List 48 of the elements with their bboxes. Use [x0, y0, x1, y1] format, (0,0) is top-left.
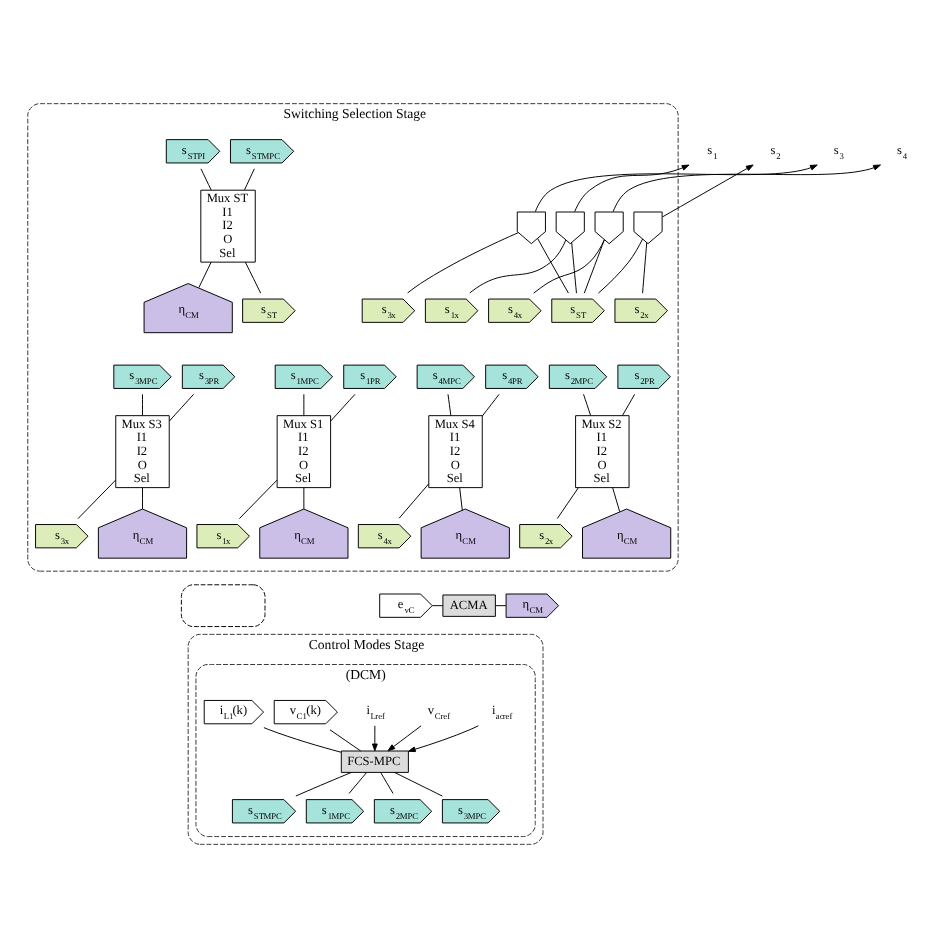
connector — [142, 393, 143, 416]
arrow — [407, 725, 479, 753]
arrow — [371, 725, 378, 752]
connector — [380, 772, 394, 794]
connector — [238, 479, 278, 520]
connector — [597, 238, 644, 294]
connector — [142, 487, 143, 510]
connector — [295, 772, 352, 797]
connector — [394, 772, 443, 797]
connector — [612, 487, 621, 513]
connector — [348, 772, 367, 794]
connector — [198, 261, 212, 289]
node-gate — [516, 211, 546, 245]
connector — [583, 393, 592, 416]
node-box — [180, 584, 266, 628]
connector — [330, 393, 356, 422]
connector — [168, 393, 195, 422]
connector — [537, 238, 569, 294]
node-gate — [555, 211, 585, 245]
arrow — [661, 164, 754, 218]
connector — [200, 168, 212, 191]
connector — [469, 239, 567, 294]
connector — [329, 729, 362, 752]
connector — [459, 487, 463, 511]
connector — [447, 393, 452, 416]
arrow — [612, 164, 881, 213]
connector — [431, 605, 444, 607]
arrow — [534, 164, 818, 213]
connector — [398, 483, 430, 519]
connector — [263, 727, 342, 753]
connector — [77, 479, 117, 520]
connector — [244, 261, 262, 294]
connector — [303, 393, 305, 416]
arrow — [387, 725, 422, 752]
connector — [495, 605, 507, 607]
node-gate — [633, 211, 663, 245]
arrow — [574, 164, 690, 213]
connector — [571, 242, 577, 294]
connector — [642, 242, 648, 294]
connector — [407, 232, 519, 294]
connector — [556, 487, 579, 520]
connector — [303, 487, 305, 510]
connector — [533, 239, 605, 294]
connector — [622, 393, 636, 416]
connector — [481, 393, 500, 417]
connector — [244, 168, 255, 191]
node-gate — [594, 211, 624, 245]
connector — [583, 239, 605, 294]
